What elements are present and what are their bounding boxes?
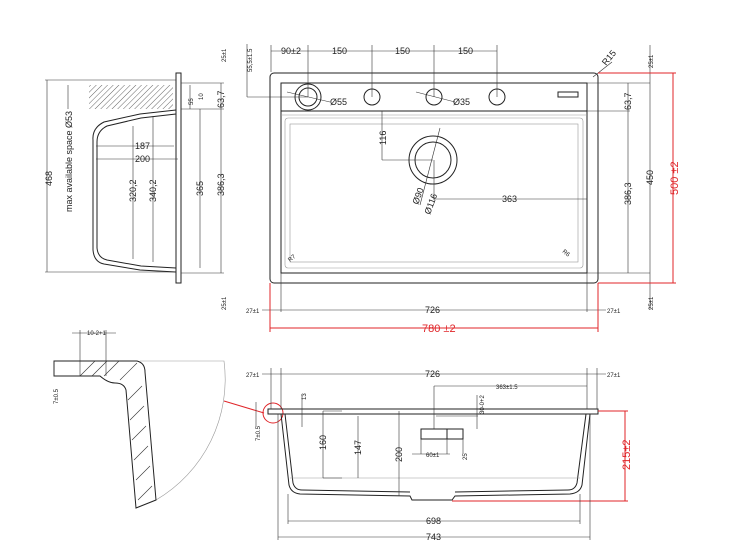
dim-25-top: 25±1 [649,54,655,68]
dim-27-right: 27±1 [607,309,621,315]
dim-743: 743 [426,532,441,542]
dim-27-left: 27±1 [246,309,260,315]
overflow-opening [420,428,448,440]
dim-320-2: 320,2 [128,179,138,202]
dim-726: 726 [425,369,440,379]
rim-section [53,360,157,509]
dim-363: 363±1.5 [496,385,518,391]
dim-215: 215±2 [621,439,633,470]
detail-callout-circle [262,402,284,424]
dim-468: 468 [44,171,54,186]
dim-780: 780 ±2 [422,323,456,335]
label-max-space: max available space Ø53 [64,111,74,212]
rim [267,408,599,415]
dim-7: 7±0.5 [256,425,262,441]
dim-10: 10 [199,93,205,100]
dim-698: 698 [426,516,441,526]
dim-25: 25 [463,453,469,460]
dim-55: 55 [189,98,195,105]
dim-147: 147 [353,440,363,455]
dim-25-bottom: 25±1 [649,296,655,310]
dim-200: 200 [394,447,404,462]
dim-363: 363 [502,194,517,204]
dim-365: 365 [195,181,205,196]
max-space-hatch [89,85,173,109]
dim-7: 7±0.5 [54,388,60,404]
dim-13: 13 [302,393,308,400]
label-dia-55: Ø55 [330,97,347,107]
overflow-slot [557,91,579,98]
dim-27-right: 27±1 [607,373,621,379]
dim-60: 60±1 [426,453,440,459]
label-r15: R15 [600,48,618,67]
dim-450: 450 [645,170,655,185]
basin-front-profile [280,413,591,501]
dim-90: 90±2 [281,46,301,56]
dim-200: 200 [135,154,150,164]
dim-160: 160 [318,435,328,450]
dim-63-7: 63,7 [216,90,226,108]
dim-63-7: 63,7 [623,92,633,110]
label-dia-116: Ø116 [422,192,439,215]
dim-10: 10-2+1 [87,331,107,337]
dim-500: 500 ±2 [669,161,681,195]
label-dia-35: Ø35 [453,97,470,107]
basin-outline [284,117,584,269]
dim-30: 30-0+2 [480,394,486,414]
sink-flange [175,72,182,284]
detail-boundary [140,360,226,501]
dim-116: 116 [378,131,388,145]
front-view: 27±1 726 27±1 363±1.5 30-0+2 60±1 25 13 … [246,368,633,542]
dim-726: 726 [425,305,440,315]
label-dia-90: Ø90 [410,186,425,205]
dim-386-3: 386,3 [216,173,226,196]
dim-25-bottom: 25±1 [222,296,228,310]
dim-27-left: 27±1 [246,373,260,379]
dim-150: 150 [332,46,347,56]
dim-187: 187 [135,141,150,151]
dim-25-top: 25±1 [222,48,228,62]
basin-profile [92,109,177,273]
dim-55-5: 55,5±1.5 [248,48,254,72]
dim-150: 150 [458,46,473,56]
label-r7: R7 [287,254,297,264]
detail-view: 10-2+1 7±0.5 [53,330,284,509]
top-view: 90±2 150 150 150 55,5±1.5 Ø55 Ø35 R15 11… [246,44,681,335]
basin-floor [289,123,579,263]
dim-150: 150 [395,46,410,56]
dim-340-2: 340,2 [148,179,158,202]
dim-386-3: 386,3 [623,182,633,205]
label-r6: R6 [561,249,571,259]
side-view: 468 max available space Ø53 187 200 320,… [44,48,228,310]
